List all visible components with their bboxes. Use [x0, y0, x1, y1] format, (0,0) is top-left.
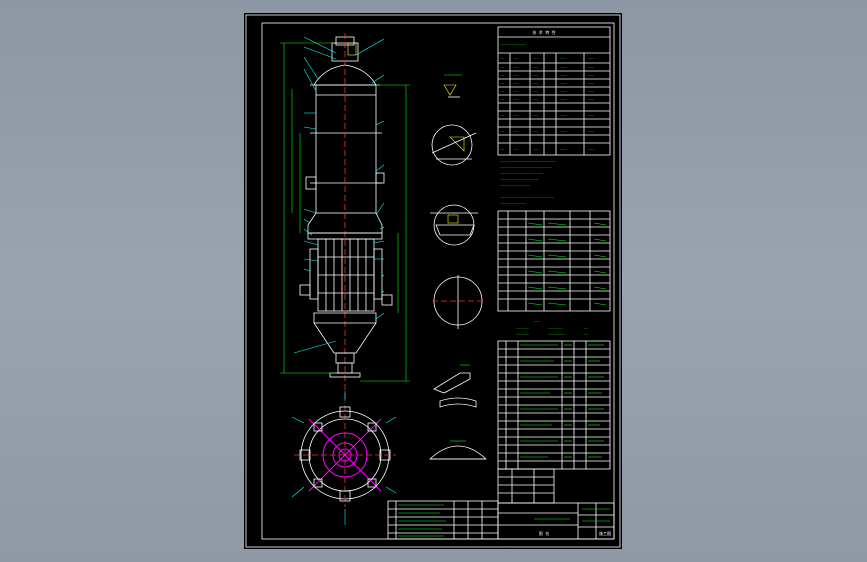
- svg-text:~~: ~~: [514, 57, 519, 61]
- svg-text:~~~: ~~~: [560, 74, 567, 78]
- svg-text:~~~: ~~~: [588, 90, 595, 94]
- svg-text:~~: ~~: [500, 98, 505, 102]
- leader-lines: [293, 36, 385, 354]
- svg-text:~~: ~~: [534, 148, 539, 152]
- svg-text:~~~~~~~~~~~~~~~~~~~~~~~~~~: ~~~~~~~~~~~~~~~~~~~~~~~~~~: [500, 160, 557, 164]
- detail-e: [433, 364, 477, 408]
- drawing-canvas: 技 术 特 性 ~~~~~~~~~~~~ ~~~~~~~~~~~~ ~~~~~~…: [245, 14, 621, 548]
- dimension-lines: [280, 42, 410, 382]
- svg-text:~~: ~~: [514, 114, 519, 118]
- svg-text:~~~~~~~~~~~~~~~~~~: ~~~~~~~~~~~~~~~~~~: [500, 178, 540, 182]
- spec-table: 技 术 特 性 ~~~~~~~~~~~~ ~~~~~~~~~~~~ ~~~~~~…: [497, 26, 611, 156]
- svg-text:~~: ~~: [500, 130, 505, 134]
- svg-text:~~~: ~~~: [560, 90, 567, 94]
- svg-text:~~: ~~: [534, 57, 539, 61]
- parts-list: [497, 340, 611, 470]
- svg-text:~~: ~~: [500, 90, 505, 94]
- revision-block: [497, 468, 555, 504]
- svg-text:~~~: ~~~: [560, 82, 567, 86]
- svg-text:~~: ~~: [514, 82, 519, 86]
- title-block-label: 图 名: [539, 530, 549, 536]
- svg-text:~~~: ~~~: [534, 320, 541, 324]
- detail-b: [431, 124, 477, 166]
- svg-text:~~~~~~~~: ~~~~~~~~: [548, 333, 566, 337]
- svg-text:~~~: ~~~: [588, 148, 595, 152]
- svg-text:~~: ~~: [534, 90, 539, 94]
- svg-text:~~: ~~: [534, 82, 539, 86]
- vessel-elevation: [280, 33, 410, 403]
- svg-text:~~: ~~: [500, 114, 505, 118]
- svg-text:~~~: ~~~: [588, 130, 595, 134]
- title-block: 图 名 施工图: [497, 502, 615, 540]
- detail-c: [430, 204, 478, 246]
- svg-text:~~: ~~: [500, 74, 505, 78]
- technical-notes: ~~~~~~~~~~~~~~~~~~~~~~~~~~ ~~~~~~~~~~~~~…: [500, 160, 557, 206]
- svg-text:~~~~~~~~~~~~~~: ~~~~~~~~~~~~~~: [500, 184, 531, 188]
- svg-text:~~: ~~: [514, 130, 519, 134]
- svg-text:~~~~~~: ~~~~~~: [516, 327, 530, 331]
- svg-text:~~~: ~~~: [560, 66, 567, 70]
- svg-text:~~: ~~: [514, 98, 519, 102]
- svg-text:~~: ~~: [500, 57, 505, 61]
- svg-text:~~: ~~: [584, 333, 589, 337]
- svg-text:~~~: ~~~: [560, 98, 567, 102]
- outer-frame: [245, 14, 621, 548]
- svg-text:~~: ~~: [534, 130, 539, 134]
- svg-text:~~: ~~: [500, 66, 505, 70]
- svg-text:~~: ~~: [514, 148, 519, 152]
- drawing-type-label: 施工图: [599, 530, 611, 536]
- svg-text:~~: ~~: [500, 148, 505, 152]
- drawing-sheet: 技 术 特 性 ~~~~~~~~~~~~ ~~~~~~~~~~~~ ~~~~~~…: [244, 13, 622, 549]
- svg-text:~~: ~~: [514, 90, 519, 94]
- detail-f: [428, 440, 488, 460]
- svg-text:~~: ~~: [534, 114, 539, 118]
- svg-text:~~~: ~~~: [588, 114, 595, 118]
- svg-text:~~~: ~~~: [560, 130, 567, 134]
- svg-text:~~~: ~~~: [560, 114, 567, 118]
- svg-text:~~~~~~~~~~~~: ~~~~~~~~~~~~: [500, 202, 527, 206]
- svg-text:~~~~~~~~~~~~~~~~~~~~~~~~~: ~~~~~~~~~~~~~~~~~~~~~~~~~: [500, 196, 555, 200]
- svg-text:~~: ~~: [584, 327, 589, 331]
- svg-text:~~~~~~: ~~~~~~: [516, 333, 530, 337]
- spec-table-header: 技 术 特 性: [532, 29, 555, 35]
- detail-d: [432, 275, 484, 329]
- svg-text:~~: ~~: [500, 82, 505, 86]
- svg-text:~~: ~~: [514, 74, 519, 78]
- svg-text:~~: ~~: [534, 74, 539, 78]
- svg-text:~~~~~~~~~~~~: ~~~~~~~~~~~~: [500, 43, 527, 47]
- svg-text:~~~~~~~: ~~~~~~~: [548, 327, 564, 331]
- standards-list: ~~~ ~~~~~~~~~~~~~~~ ~~~~~~~~~~~~~~~~: [516, 320, 589, 337]
- svg-text:~~~: ~~~: [588, 57, 595, 61]
- svg-text:~~~~~~~~~~~~~~~~~~~~~~~~: ~~~~~~~~~~~~~~~~~~~~~~~~: [500, 166, 553, 170]
- flange-plan: [291, 391, 397, 525]
- svg-text:~~~: ~~~: [560, 57, 567, 61]
- svg-text:~~~: ~~~: [588, 74, 595, 78]
- nozzle-table: [497, 210, 611, 312]
- svg-text:~~: ~~: [514, 66, 519, 70]
- svg-text:~~~: ~~~: [588, 82, 595, 86]
- svg-text:~~~: ~~~: [588, 66, 595, 70]
- svg-text:~~~~~~~~~~~~~~~~~~~~: ~~~~~~~~~~~~~~~~~~~~: [500, 172, 544, 176]
- svg-text:~~: ~~: [534, 98, 539, 102]
- svg-text:~~: ~~: [534, 66, 539, 70]
- svg-text:~~~: ~~~: [588, 98, 595, 102]
- signature-table: [387, 500, 499, 540]
- svg-text:~~~: ~~~: [560, 148, 567, 152]
- detail-a: [443, 74, 462, 98]
